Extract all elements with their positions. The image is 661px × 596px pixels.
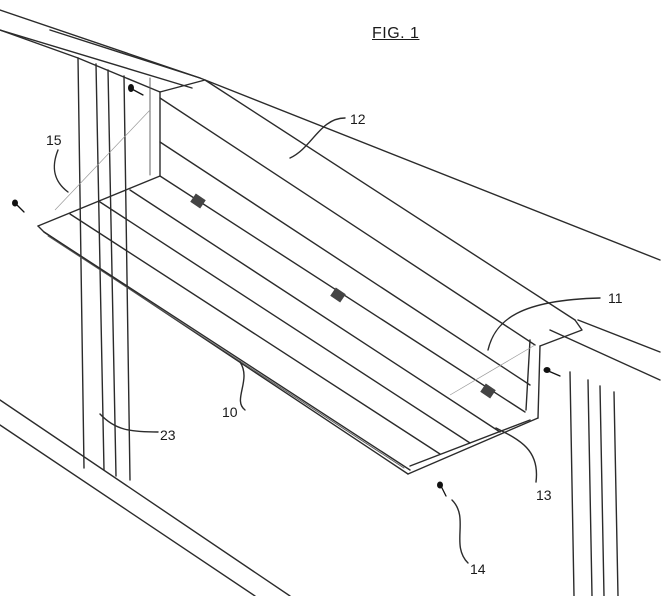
label-13: 13 (536, 487, 552, 503)
label-14: 14 (470, 561, 486, 577)
figure-title: FIG. 1 (372, 25, 420, 42)
leader-lines (53, 117, 601, 564)
top-rail (0, 9, 661, 381)
planter-tray (37, 175, 539, 475)
screw-icon (12, 84, 561, 497)
clip-icon (190, 193, 496, 399)
post-left (77, 57, 151, 481)
planter-back-wall (159, 79, 583, 419)
label-12: 12 (350, 111, 366, 127)
label-23: 23 (160, 427, 176, 443)
label-15: 15 (46, 132, 62, 148)
label-10: 10 (222, 404, 238, 420)
label-11: 11 (608, 290, 623, 306)
bottom-rail (0, 399, 291, 596)
post-right (569, 371, 619, 596)
support-lines (54, 109, 536, 396)
